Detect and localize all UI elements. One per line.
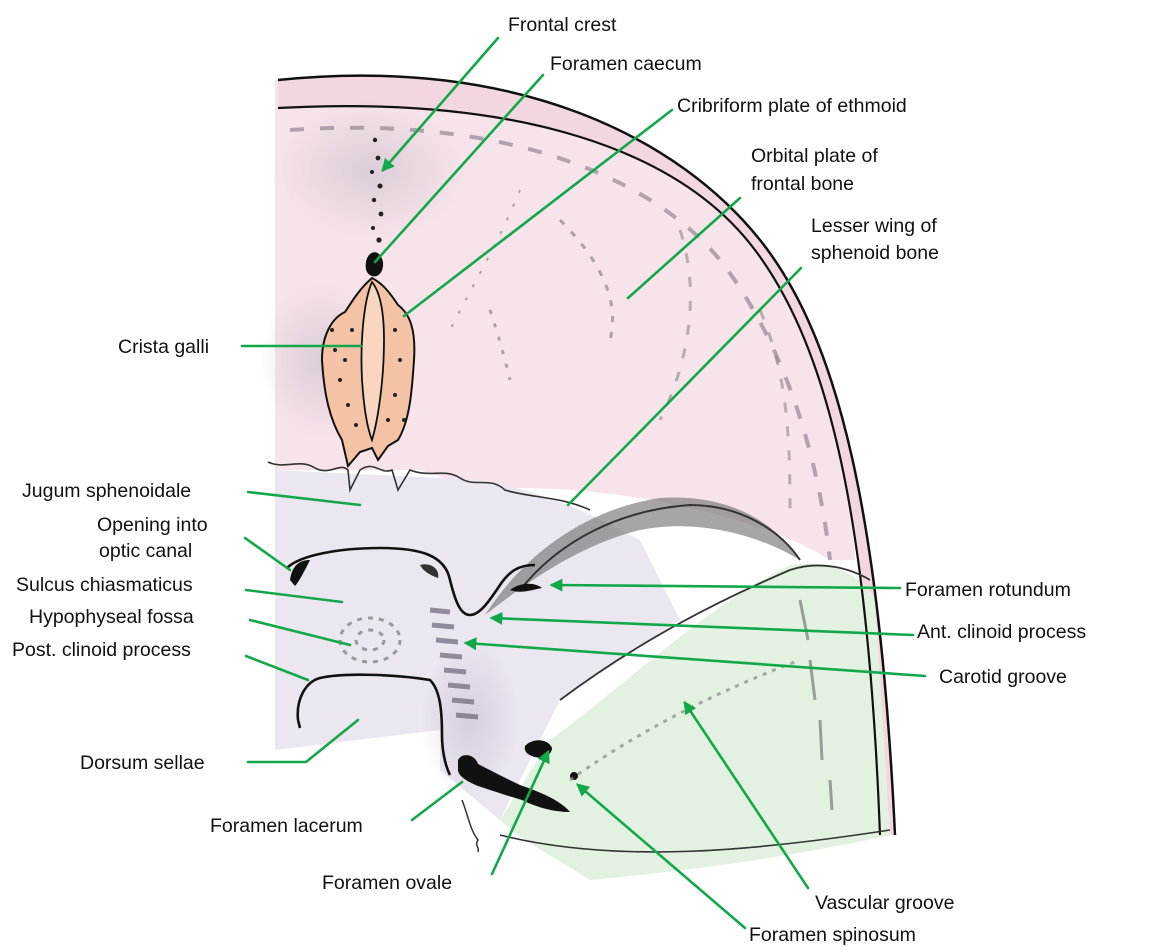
label-foramen-ovale: Foramen ovale (322, 872, 452, 894)
label-foramen-lacerum: Foramen lacerum (210, 815, 363, 837)
label-post-clinoid: Post. clinoid process (12, 639, 191, 661)
label-orbital-plate-line1: Orbital plate of (751, 145, 878, 167)
label-foramen-caecum: Foramen caecum (550, 53, 702, 75)
label-dorsum-sellae: Dorsum sellae (80, 752, 205, 774)
label-foramen-rotundum: Foramen rotundum (905, 579, 1071, 601)
label-optic-canal-line1: Opening into (97, 514, 208, 536)
label-frontal-crest: Frontal crest (508, 14, 617, 36)
label-lesser-wing-line1: Lesser wing of (811, 215, 937, 237)
label-hypophyseal-fossa: Hypophyseal fossa (29, 606, 194, 628)
label-orbital-plate-line2: frontal bone (751, 173, 854, 195)
label-jugum-sphenoidale: Jugum sphenoidale (22, 480, 191, 502)
label-optic-canal-line2: optic canal (99, 540, 192, 562)
label-carotid-groove: Carotid groove (939, 666, 1067, 688)
label-vascular-groove: Vascular groove (815, 892, 954, 914)
label-lesser-wing-line2: sphenoid bone (811, 242, 939, 264)
label-crista-galli: Crista galli (118, 336, 209, 358)
label-foramen-spinosum: Foramen spinosum (749, 924, 916, 946)
label-ant-clinoid: Ant. clinoid process (917, 621, 1086, 643)
label-sulcus-chiasmaticus: Sulcus chiasmaticus (16, 574, 193, 596)
label-cribriform-plate: Cribriform plate of ethmoid (677, 95, 907, 117)
